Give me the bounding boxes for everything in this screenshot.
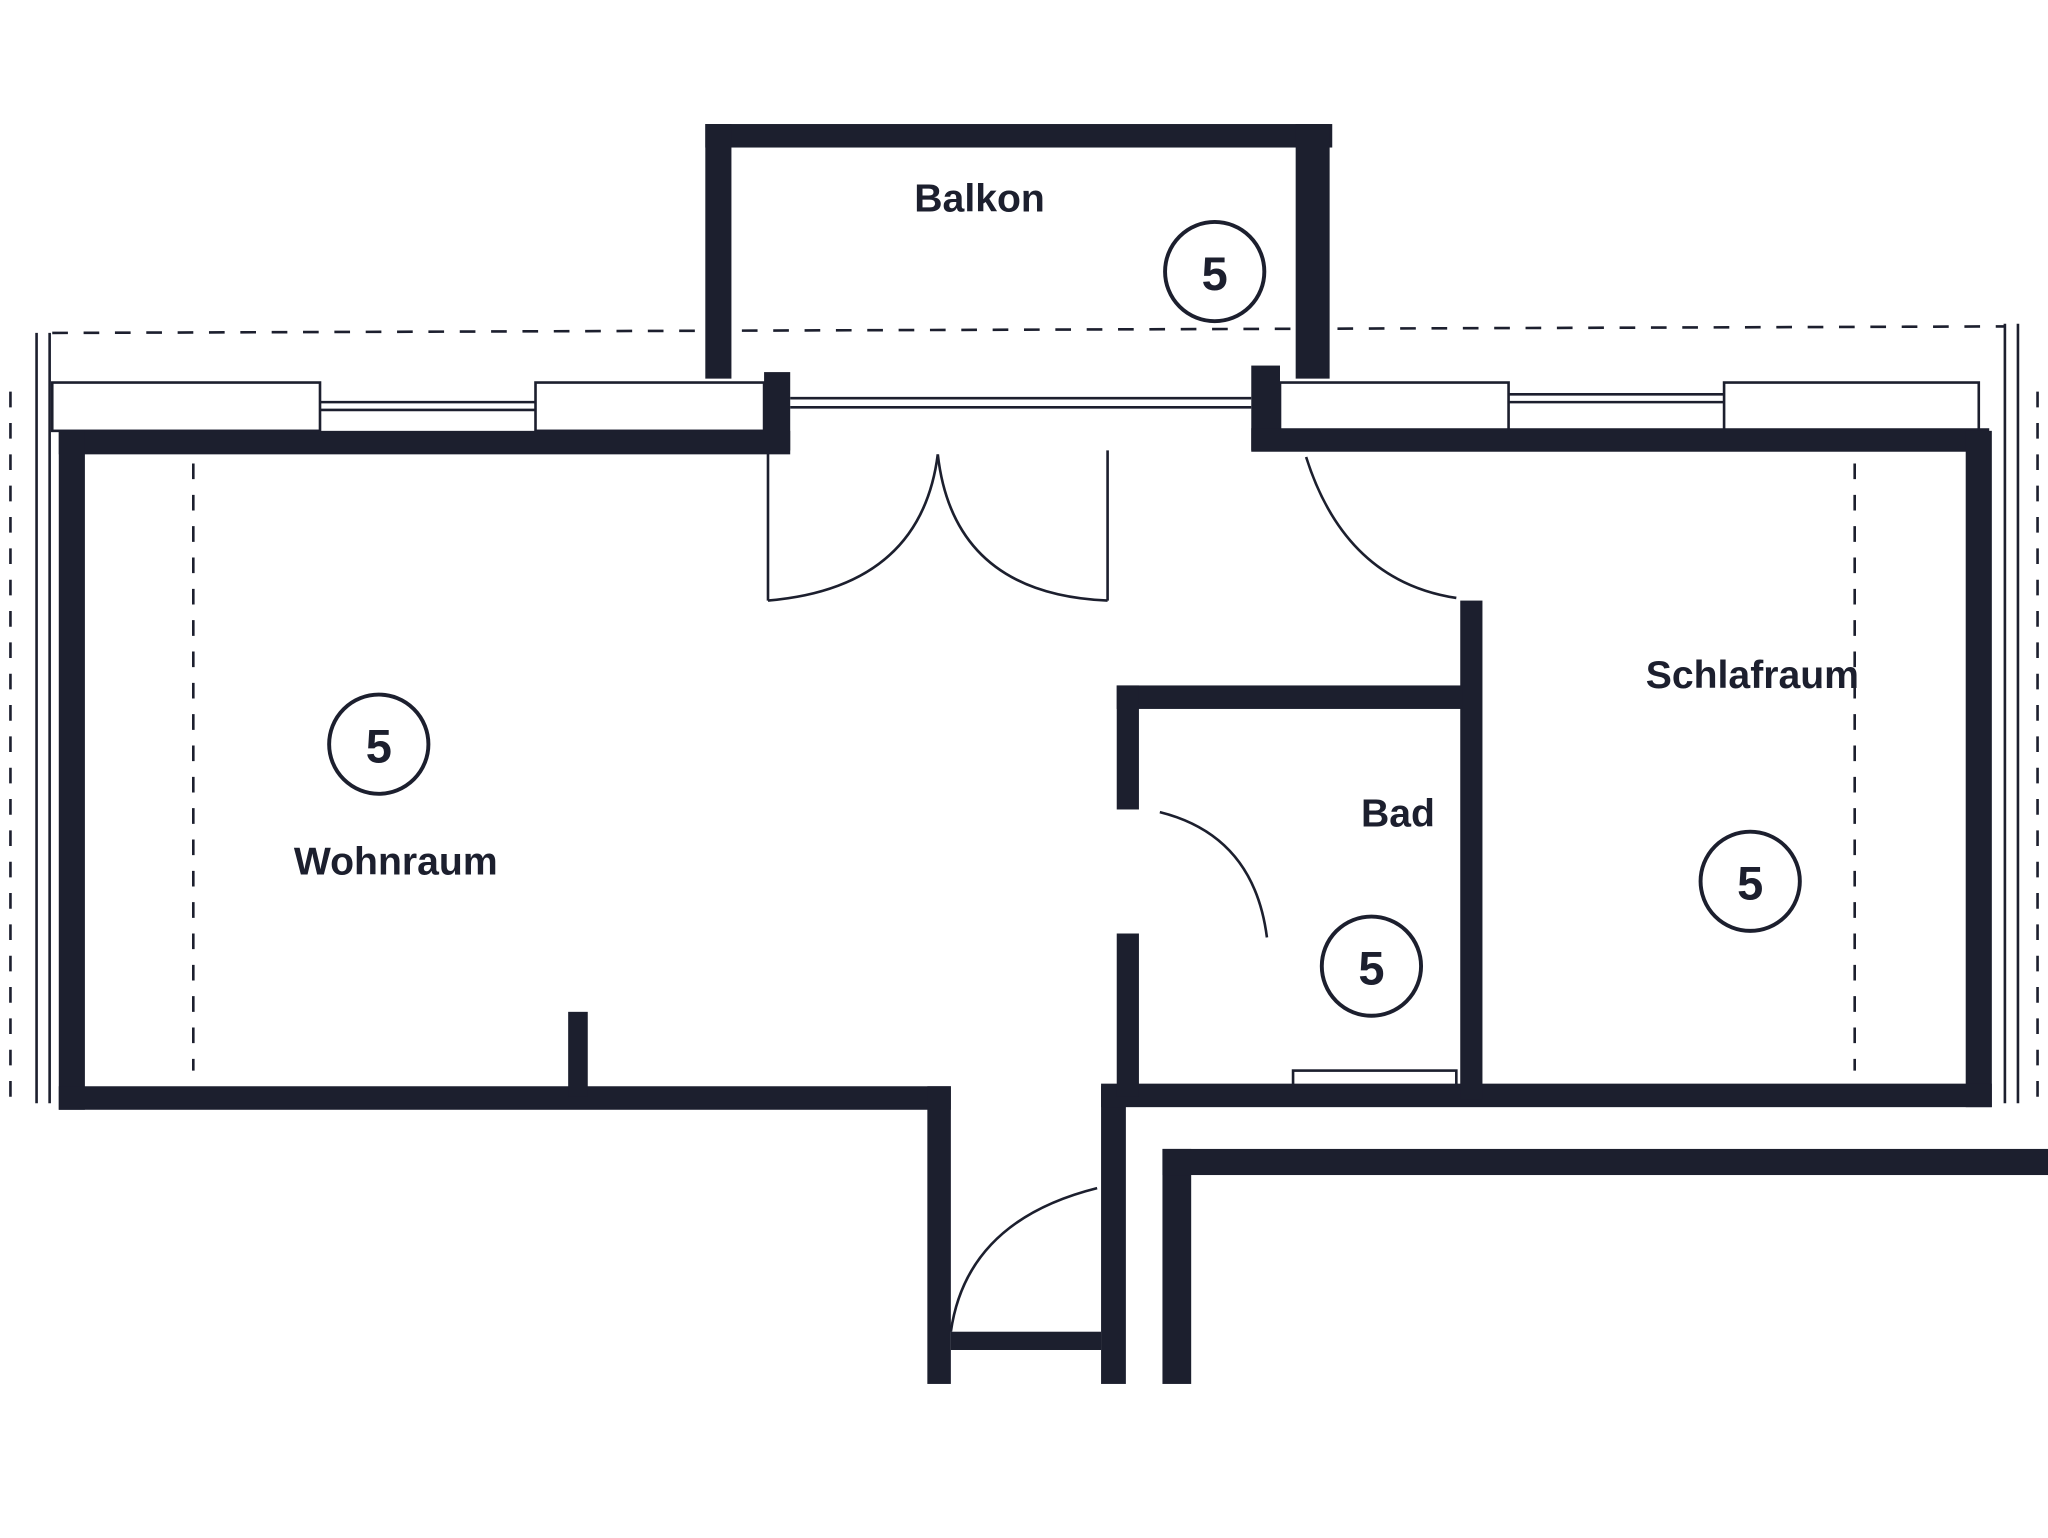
doors [766,450,1457,1332]
room-number: 5 [1202,247,1228,300]
room-number: 5 [366,719,392,772]
walls [58,124,2048,1384]
room-wohnraum: 5 Wohnraum [294,692,498,884]
room-number-circle [327,692,431,796]
room-number: 5 [1358,941,1384,994]
exterior-dashed-lines [9,323,2039,1104]
room-number: 5 [1737,857,1763,910]
windows [50,381,1981,433]
room-bad: Bad 5 [1319,792,1435,1018]
room-balkon: Balkon 5 [914,178,1267,324]
room-label: Schlafraum [1646,654,1859,697]
room-number-circle [1163,219,1267,324]
room-label: Bad [1361,792,1435,835]
room-schlafraum: Schlafraum 5 [1646,654,1859,933]
room-number-circle [1319,914,1424,1018]
room-number-circle [1698,829,1802,933]
room-label: Wohnraum [294,841,498,884]
room-label: Balkon [914,178,1045,221]
